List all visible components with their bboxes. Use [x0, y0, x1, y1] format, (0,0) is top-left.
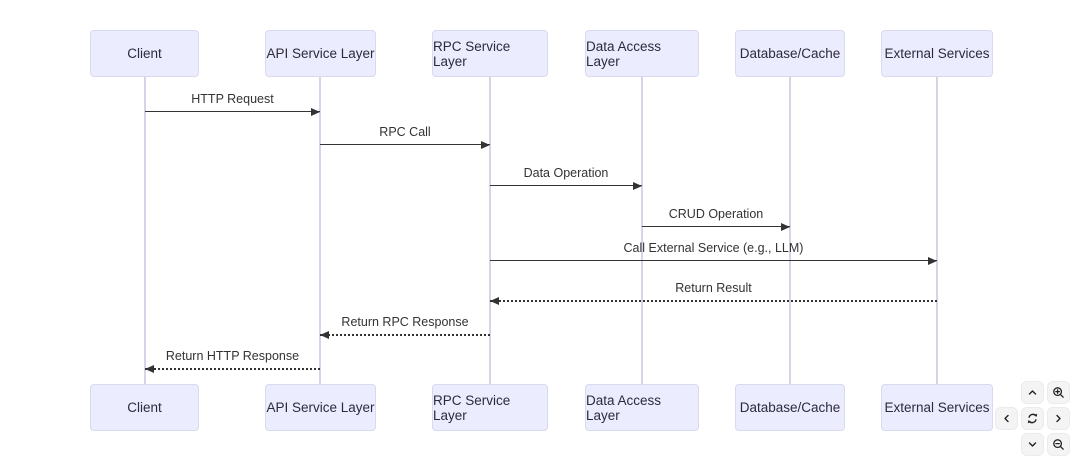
actor-bottom-data-access-layer: Data Access Layer	[585, 384, 699, 431]
message-line-crud-operation	[642, 226, 790, 227]
message-line-rpc-call	[320, 144, 490, 145]
pan-right-button[interactable]	[1047, 407, 1070, 430]
actor-top-rpc-service-layer: RPC Service Layer	[432, 30, 548, 77]
message-label-return-result: Return Result	[675, 281, 752, 295]
message-label-return-rpc-response: Return RPC Response	[341, 315, 469, 329]
message-label-return-http-response: Return HTTP Response	[165, 349, 300, 363]
chevron-right-icon	[1056, 414, 1061, 423]
message-label-http-request: HTTP Request	[191, 92, 274, 106]
actor-bottom-api-service-layer: API Service Layer	[265, 384, 376, 431]
pan-left-button[interactable]	[995, 407, 1018, 430]
actor-top-database-cache: Database/Cache	[735, 30, 845, 77]
message-line-data-operation	[490, 185, 642, 186]
arrowhead	[145, 364, 154, 373]
message-line-http-request	[145, 111, 320, 112]
message-line-return-http-response	[145, 368, 320, 370]
message-label-rpc-call: RPC Call	[379, 125, 431, 139]
pan-down-button[interactable]	[1021, 433, 1044, 456]
arrowhead	[781, 222, 790, 231]
arrowhead	[490, 296, 499, 305]
lifeline-data-access-layer	[641, 76, 643, 384]
chevron-down-icon	[1028, 442, 1037, 447]
arrowhead	[633, 181, 642, 190]
message-label-data-operation: Data Operation	[523, 166, 609, 180]
chevron-up-icon	[1028, 390, 1037, 395]
view-controls	[995, 381, 1070, 456]
magnifier-plus-icon	[1053, 387, 1064, 398]
message-label-crud-operation: CRUD Operation	[668, 207, 764, 221]
lifeline-api-service-layer	[319, 76, 321, 384]
message-line-return-result	[490, 300, 937, 302]
arrowhead	[928, 256, 937, 265]
actor-bottom-database-cache: Database/Cache	[735, 384, 845, 431]
arrowhead	[481, 140, 490, 149]
actor-bottom-external-services: External Services	[881, 384, 993, 431]
lifeline-external-services	[936, 76, 938, 384]
zoom-out-button[interactable]	[1047, 433, 1070, 456]
chevron-left-icon	[1004, 414, 1009, 423]
pan-up-button[interactable]	[1021, 381, 1044, 404]
zoom-in-button[interactable]	[1047, 381, 1070, 404]
message-line-call-external-service-e-g-llm	[490, 260, 937, 261]
message-label-call-external-service-e-g-llm: Call External Service (e.g., LLM)	[623, 241, 804, 255]
arrowhead	[320, 330, 329, 339]
message-line-return-rpc-response	[320, 334, 490, 336]
actor-bottom-rpc-service-layer: RPC Service Layer	[432, 384, 548, 431]
refresh-icon	[1027, 413, 1038, 424]
actor-top-external-services: External Services	[881, 30, 993, 77]
arrowhead	[311, 107, 320, 116]
reset-view-button[interactable]	[1021, 407, 1044, 430]
actor-bottom-client: Client	[90, 384, 199, 431]
actor-top-client: Client	[90, 30, 199, 77]
actor-top-data-access-layer: Data Access Layer	[585, 30, 699, 77]
lifeline-client	[144, 76, 146, 384]
lifeline-rpc-service-layer	[489, 76, 491, 384]
magnifier-minus-icon	[1053, 439, 1064, 450]
lifeline-database-cache	[789, 76, 791, 384]
actor-top-api-service-layer: API Service Layer	[265, 30, 376, 77]
